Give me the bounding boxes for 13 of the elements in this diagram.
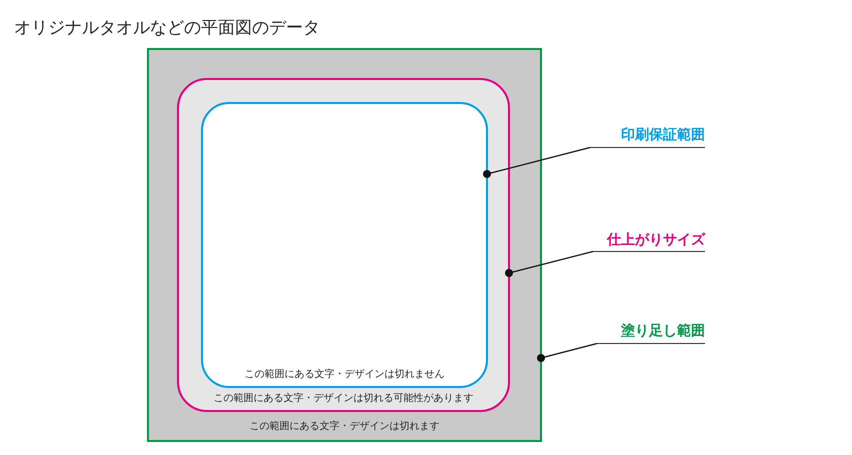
leader-line <box>505 250 594 277</box>
area-note: この範囲にある文字・デザインは切れます <box>250 420 440 434</box>
area-frame <box>201 102 488 388</box>
title: オリジナルタオルなどの平面図のデータ <box>14 17 320 40</box>
leader-line <box>483 146 590 178</box>
callout-label: 仕上がりサイズ <box>593 229 705 252</box>
area-note: この範囲にある文字・デザインは切れません <box>244 368 444 382</box>
callout-label: 塗り足し範囲 <box>597 320 705 344</box>
area-frame <box>147 48 542 442</box>
leader-line <box>537 342 598 362</box>
area-note: この範囲にある文字・デザインは切れる可能性があります <box>214 392 474 406</box>
area-frame <box>177 78 510 412</box>
callout-label: 印刷保証範囲 <box>590 124 705 148</box>
